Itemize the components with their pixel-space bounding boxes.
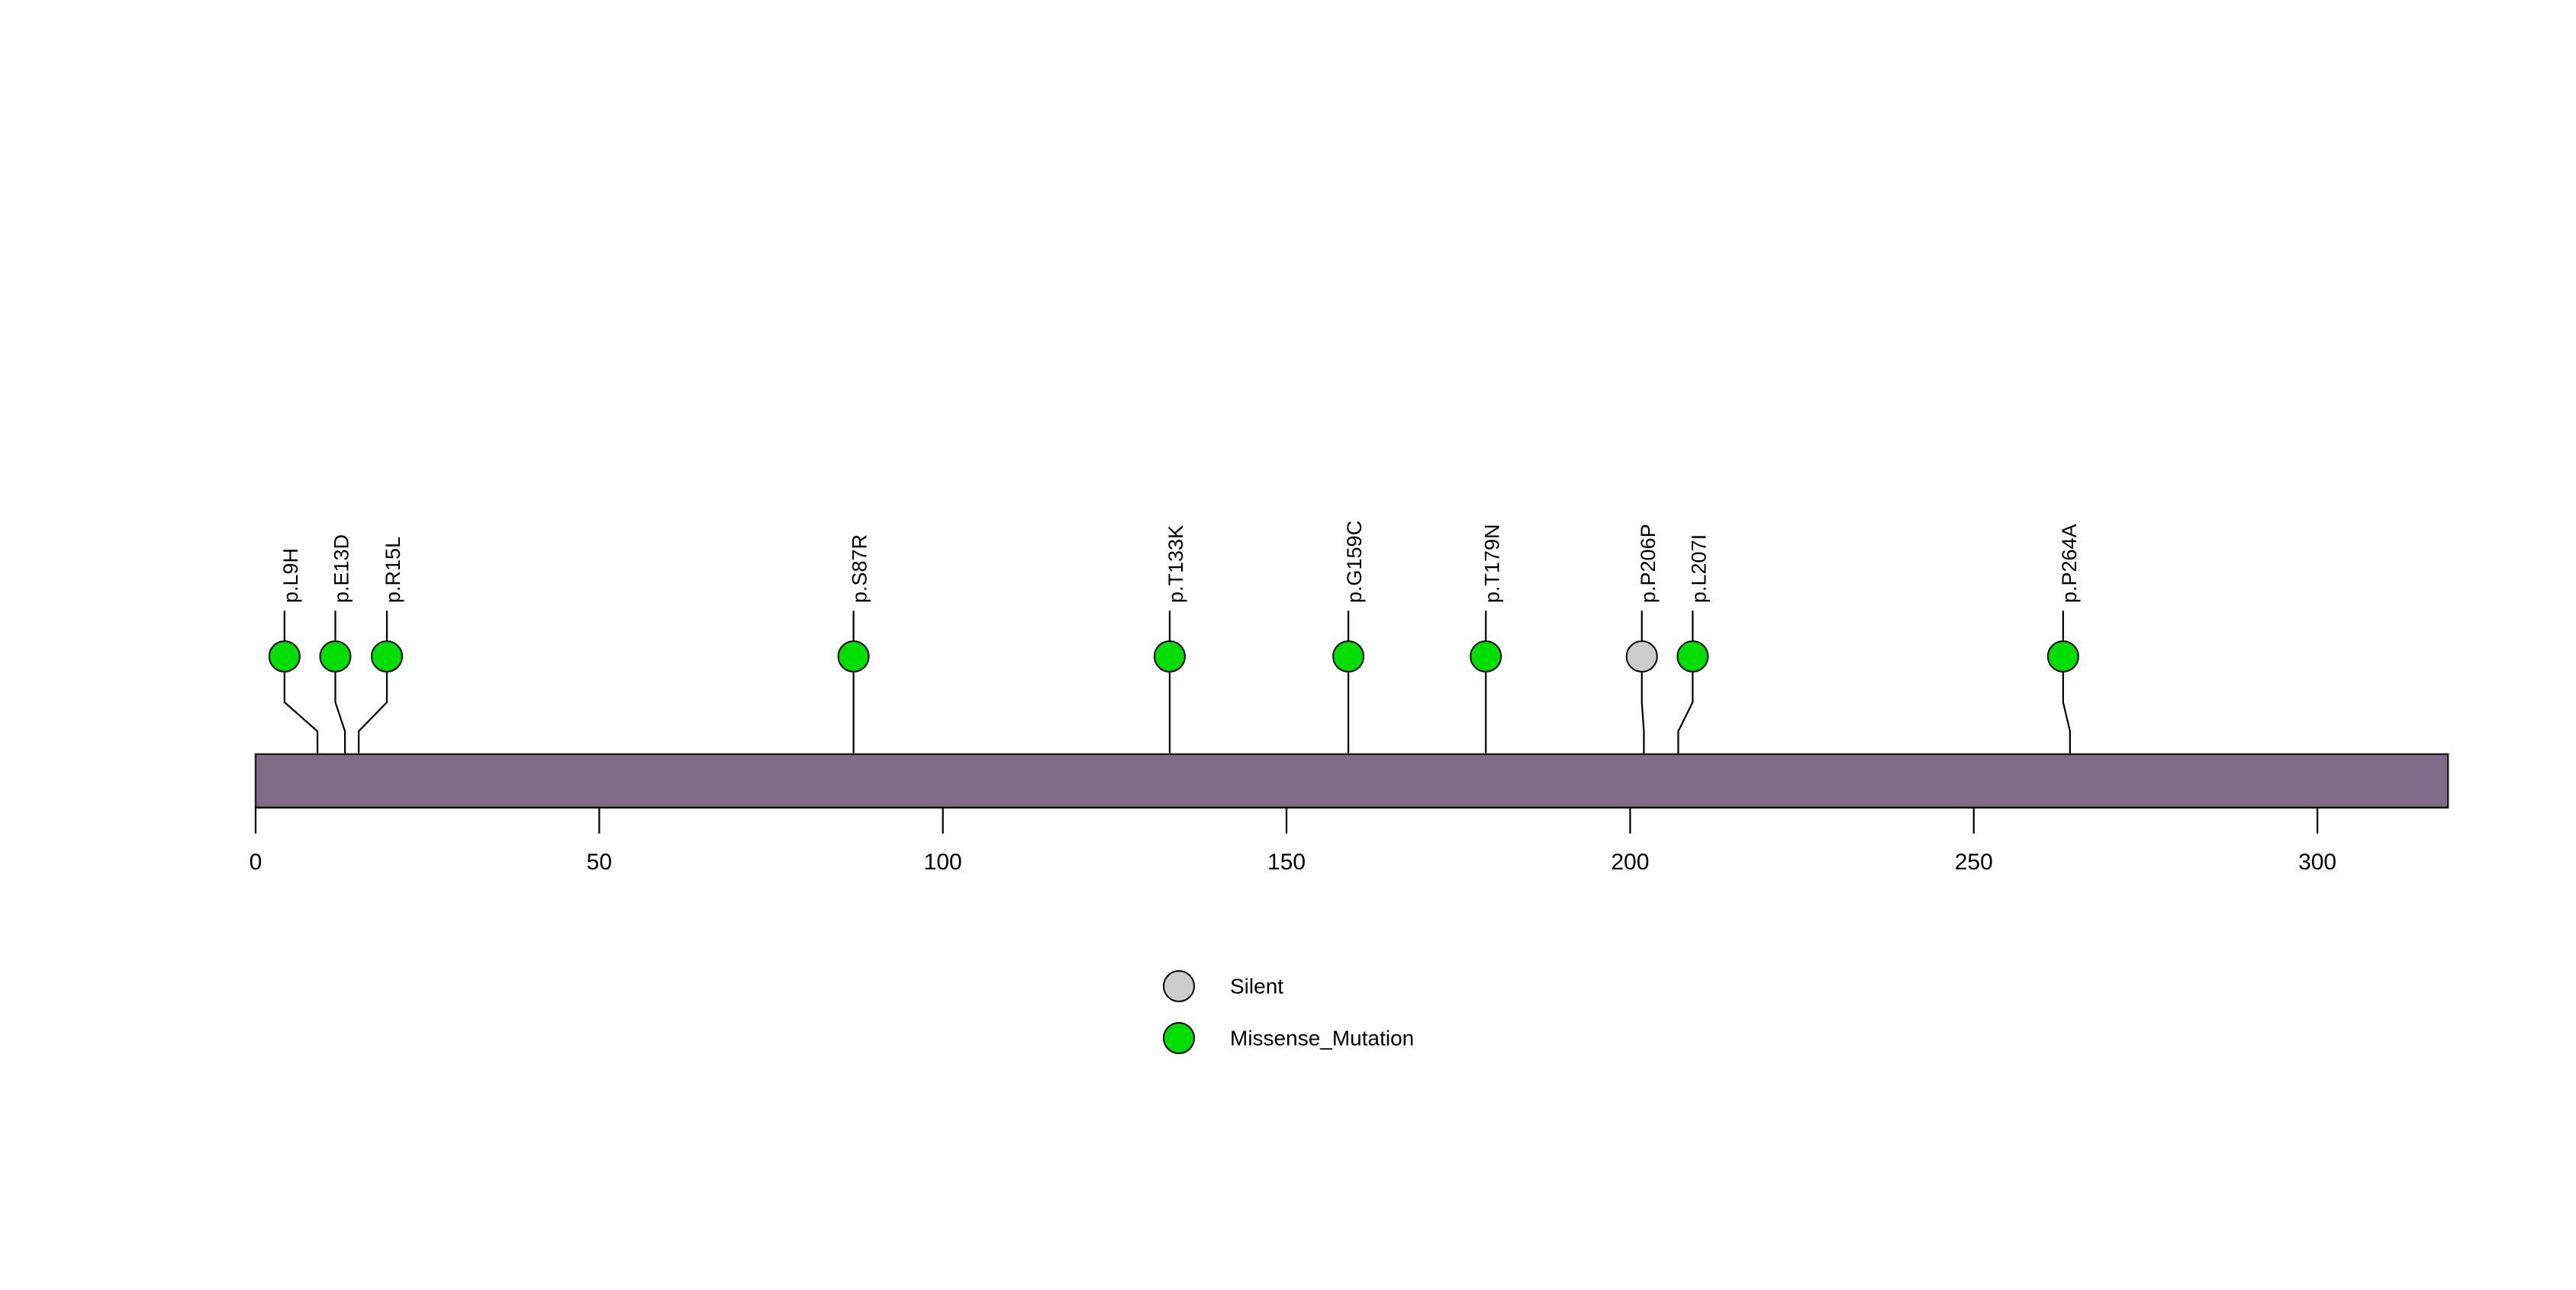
legend-label-Silent: Silent — [1230, 974, 1283, 998]
lollipop-dot-pG159C[interactable] — [1332, 640, 1365, 672]
mutation-label: p.P206P — [1637, 524, 1660, 603]
lollipop-dots-group — [268, 640, 2079, 672]
x-axis-tick-label: 200 — [1611, 850, 1649, 875]
x-axis-tick-label: 100 — [924, 850, 962, 875]
mutation-labels-group: p.L9H p.E13D p.R15L p.S87R p.T133K p.G159C p.T… — [279, 521, 2081, 603]
mutation-label: p.T179N — [1480, 524, 1503, 603]
lollipop-dot-pE13D[interactable] — [319, 640, 352, 672]
mutation-label: p.L207I — [1687, 534, 1710, 603]
lollipop-dot-pL9H[interactable] — [268, 640, 301, 672]
protein-backbone-group — [254, 753, 2449, 809]
lollipop-dot-pS87R[interactable] — [837, 640, 870, 672]
x-axis-tick-label: 0 — [250, 850, 262, 875]
lollipop-dot-pP264A[interactable] — [2046, 640, 2079, 672]
x-axis-tick-label: 50 — [587, 850, 612, 875]
lollipop-dot-pP206P[interactable] — [1625, 640, 1658, 672]
mutation-label: p.E13D — [330, 534, 353, 603]
legend-swatch-MissenseMutation[interactable] — [1163, 1022, 1195, 1054]
lollipop-dot-pL207I[interactable] — [1676, 640, 1709, 672]
lollipop-dot-pT133K[interactable] — [1153, 640, 1186, 672]
mutation-label: p.P264A — [2058, 524, 2081, 603]
mutation-label: p.R15L — [382, 537, 404, 603]
legend-label-MissenseMutation: Missense_Mutation — [1230, 1026, 1414, 1050]
mutation-label: p.G159C — [1343, 521, 1366, 603]
lollipop-dot-pR15L[interactable] — [371, 640, 404, 672]
lollipop-dot-pT179N[interactable] — [1470, 640, 1502, 672]
mutation-label: p.L9H — [279, 548, 302, 603]
x-axis-tick-label: 300 — [2298, 850, 2336, 875]
protein-backbone-bar — [254, 753, 2449, 809]
x-axis-group: 0 50 100 150 200 250 300 — [250, 806, 2449, 875]
mutation-label: p.T133K — [1164, 525, 1187, 603]
x-axis-tick-label: 150 — [1267, 850, 1306, 875]
legend-swatch-Silent[interactable] — [1163, 970, 1195, 1002]
mutation-label: p.S87R — [848, 534, 871, 603]
x-axis-tick-label: 250 — [1955, 850, 1993, 875]
